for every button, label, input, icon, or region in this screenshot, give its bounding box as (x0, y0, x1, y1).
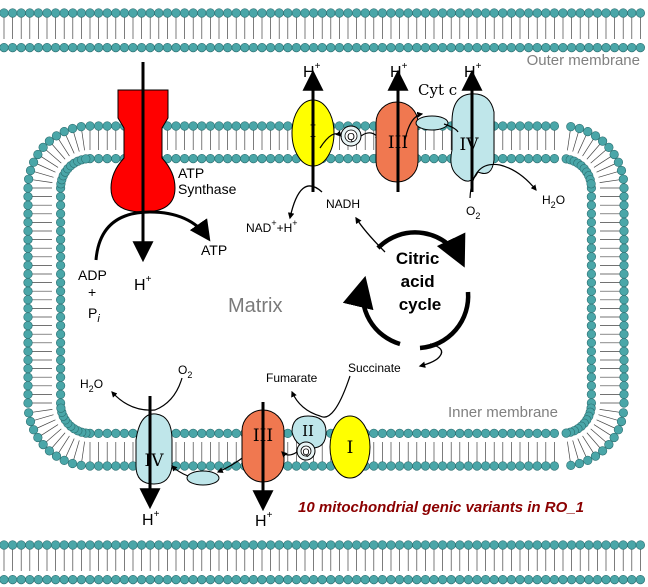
complex-iii-top-h-plus: H+ (390, 61, 408, 81)
complex-iii-bottom-h-plus: H+ (255, 510, 273, 530)
atp-synthase-label: ATP Synthase (178, 165, 237, 197)
cyt-c-top-label: Cyt c (418, 81, 457, 99)
nadh-to-nad-arrow (287, 185, 323, 220)
nadh-label: NADH (326, 197, 360, 211)
h2o-top-label: H2O (542, 193, 565, 210)
atp-synthase-rotation-arrow (94, 210, 211, 261)
matrix-label: Matrix (228, 295, 282, 317)
adp-label: ADP (78, 267, 107, 283)
outer-membrane-top (0, 8, 646, 53)
o2-bottom-label: O2 (178, 363, 192, 380)
atp-synthase-h-plus: H+ (134, 274, 152, 294)
complex-i-bottom (329, 415, 371, 479)
q-top-label: Q (347, 132, 355, 143)
cycle-to-succinate-arrow (418, 343, 443, 368)
nad-plus-h-plus-label: NAD++H+ (246, 218, 298, 235)
complex-iv-top-label: IV (460, 135, 480, 155)
atp-synthase (94, 62, 211, 263)
o2-top-label: O2 (466, 204, 480, 221)
phosphate-label: Pi (88, 305, 100, 325)
citric-acid-cycle (342, 216, 471, 368)
complex-iv-bottom-h-plus: H+ (142, 509, 160, 529)
adp-plus-label: + (88, 284, 96, 300)
succinate-to-fumarate-arrow (291, 375, 351, 418)
citric-cycle-arc-top (376, 230, 466, 268)
h2o-bottom-label: H2O (80, 377, 103, 394)
complex-i-to-q-arrow (319, 130, 342, 149)
citric-cycle-arc-right (419, 291, 471, 351)
outer-membrane-bottom (0, 540, 646, 585)
complex-iv-bottom-label: IV (145, 451, 165, 471)
o2-to-h2o-top-arrow (469, 163, 537, 199)
complex-iii-to-cyt-c-arrow (404, 111, 424, 141)
caption: 10 mitochondrial genic variants in RO_1 (298, 499, 584, 516)
cyt-c-to-complex-iv-bottom-arrow (171, 465, 189, 477)
o2-to-h2o-bottom-arrow (111, 377, 183, 411)
cyt-c-top (415, 115, 449, 131)
cyt-c-to-complex-iv-arrow (443, 123, 459, 133)
complex-iv-bottom (135, 413, 173, 485)
complex-i-bottom-label: I (347, 438, 354, 458)
q-bottom-label: Q (302, 447, 309, 457)
succinate-label: Succinate (348, 361, 401, 375)
q-bottom-inner (300, 445, 312, 457)
citric-acid-cycle-label: Citric acid cycle (396, 249, 444, 314)
complex-i-top-h-plus: H+ (303, 61, 321, 81)
q-to-complex-iii-bottom-arrow (281, 451, 298, 458)
complex-ii-label: II (302, 422, 314, 440)
cyt-c-bottom (186, 470, 220, 486)
fumarate-label: Fumarate (266, 371, 318, 385)
cycle-to-nadh-arrow (355, 216, 386, 253)
q-top-inner (344, 129, 358, 143)
atp-label: ATP (201, 242, 227, 258)
citric-cycle-arc-left (342, 275, 401, 347)
inner-membrane-label: Inner membrane (448, 404, 558, 421)
complex-iv-top-h-plus: H+ (464, 61, 482, 81)
outer-membrane-label: Outer membrane (527, 52, 640, 69)
